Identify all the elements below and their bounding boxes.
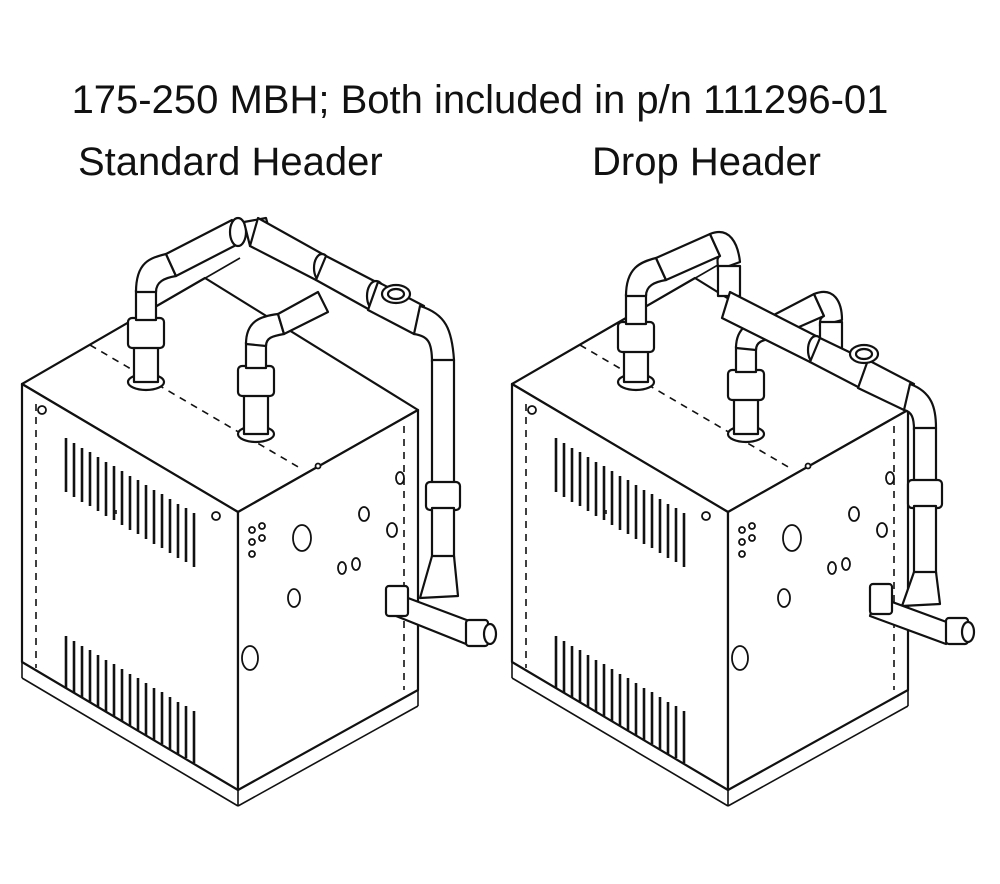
- standard-header-boiler: [20, 216, 498, 808]
- drop-header-boiler: [510, 231, 976, 808]
- standard-header-label: Standard Header: [78, 140, 383, 184]
- diagram-title: 175-250 MBH; Both included in p/n 111296…: [71, 78, 889, 122]
- drop-header-label: Drop Header: [592, 140, 822, 184]
